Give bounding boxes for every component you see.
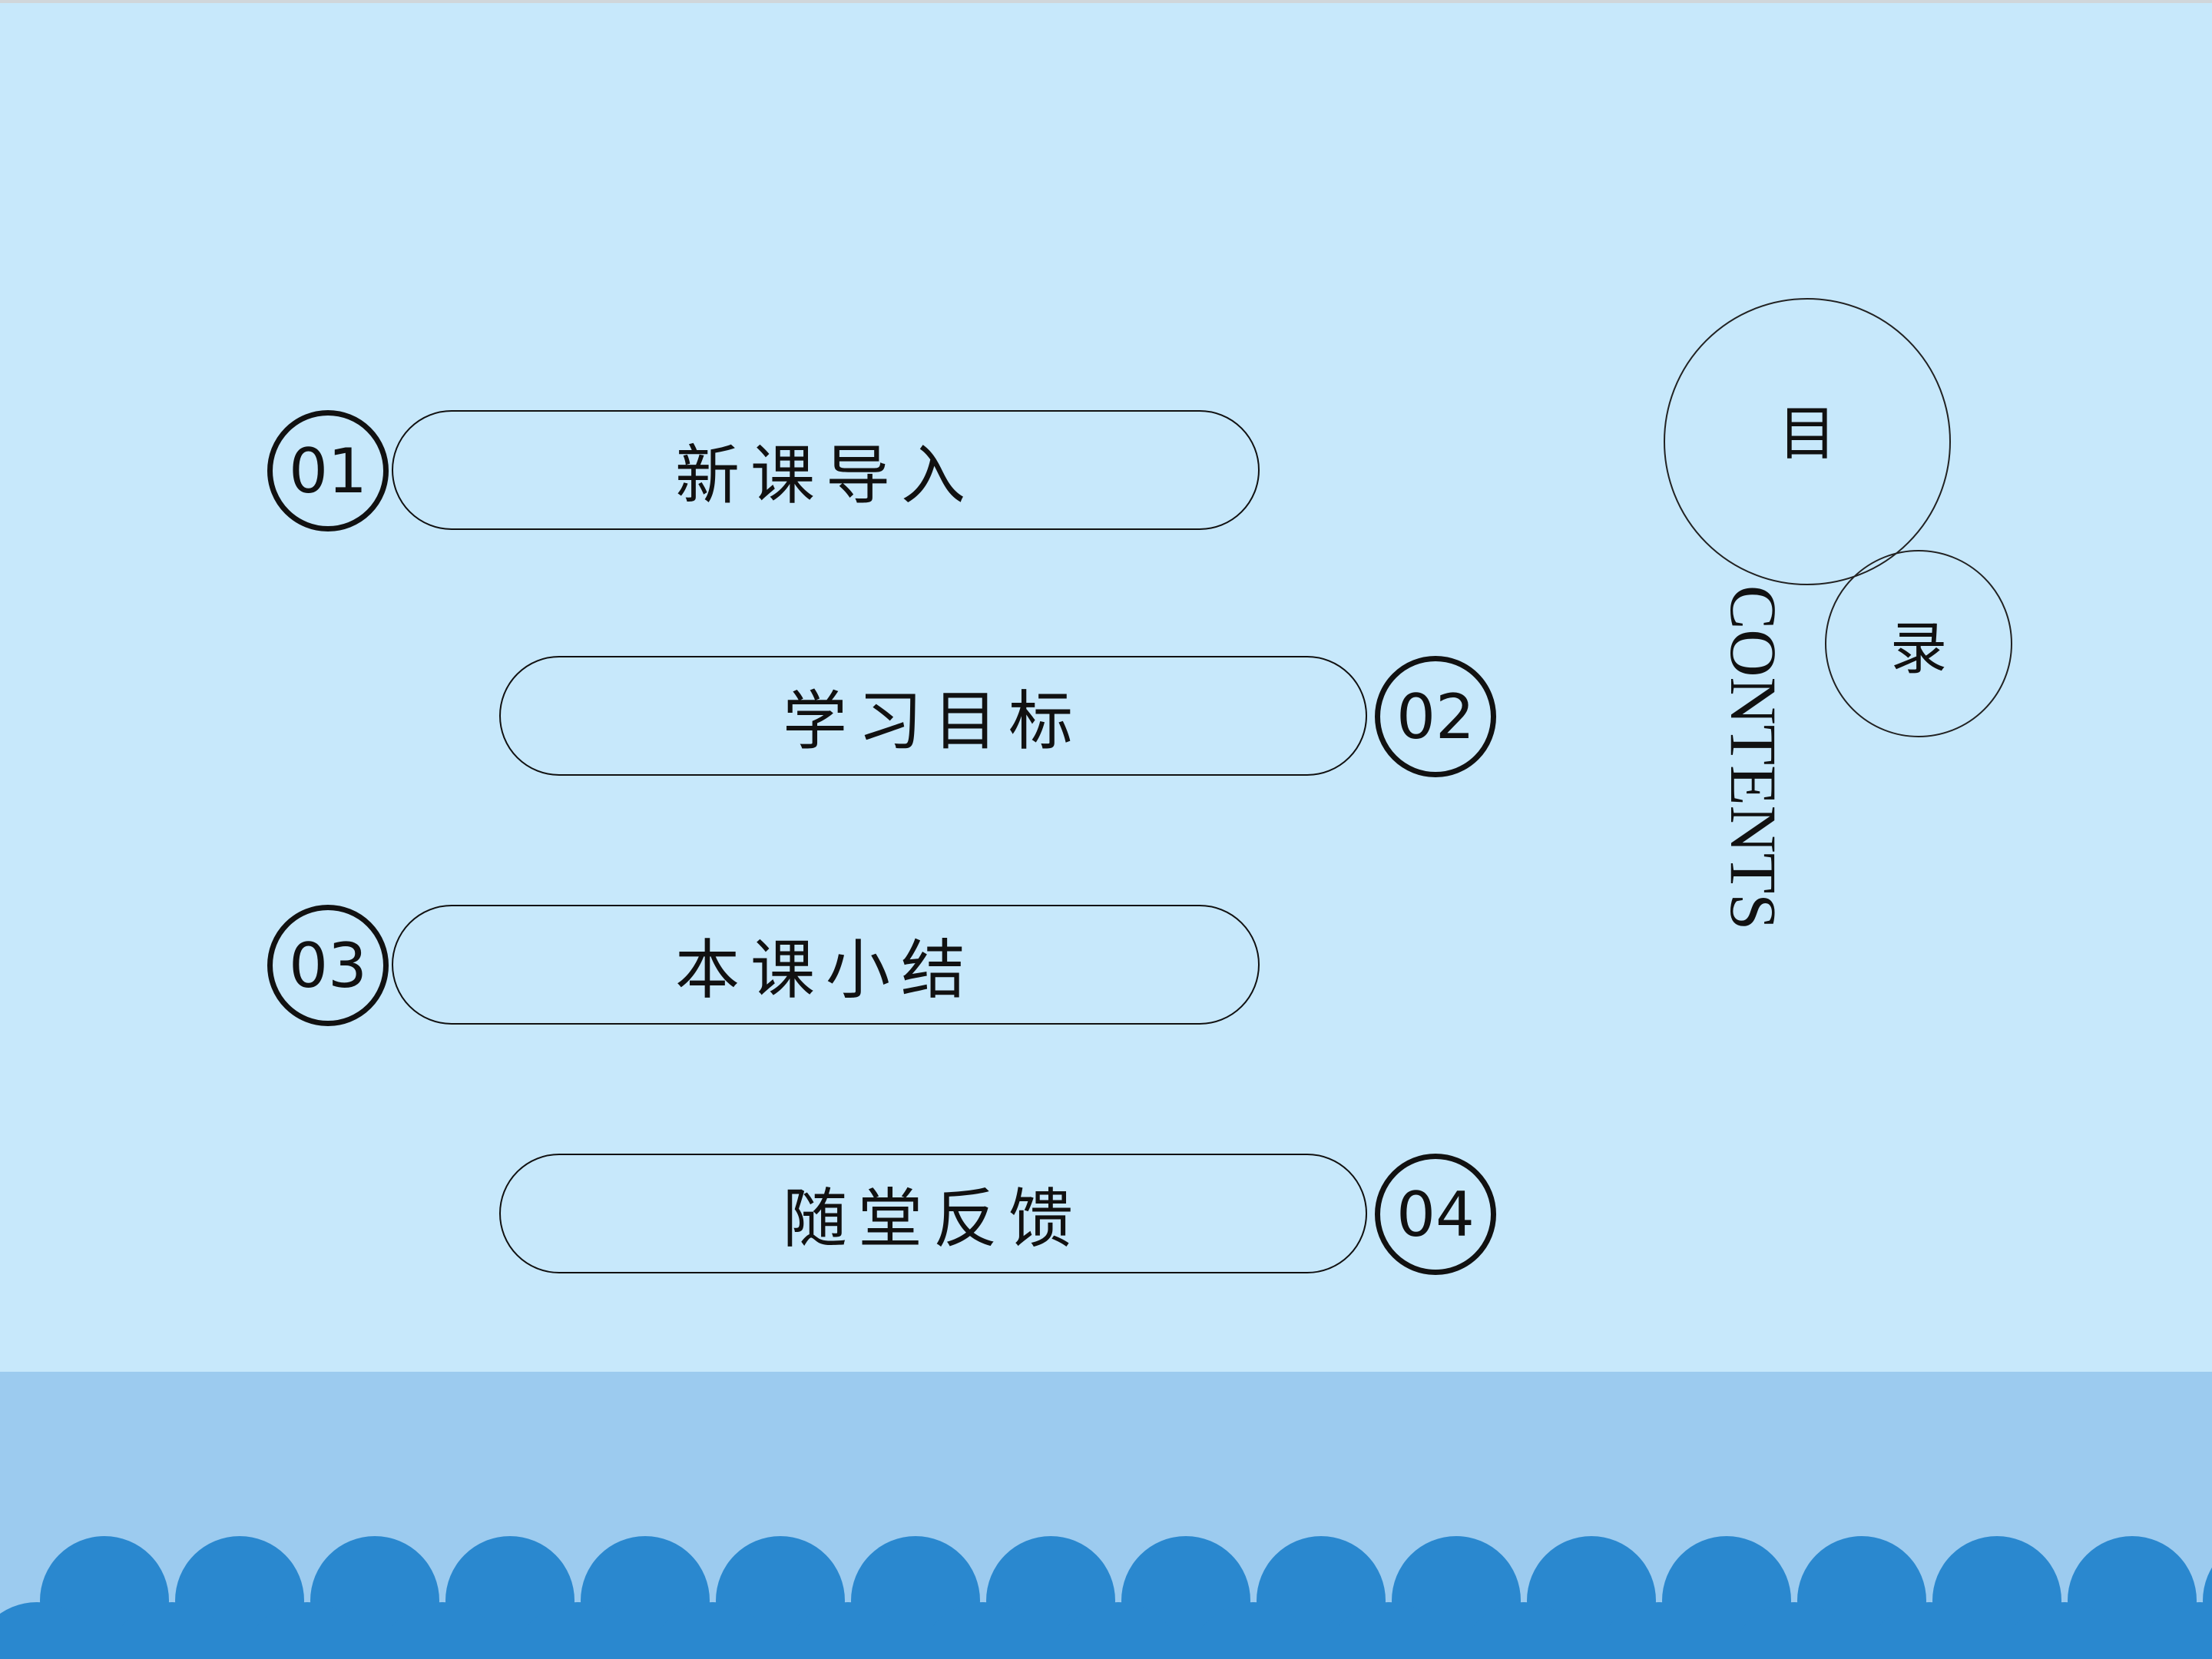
menu-item-label: 新课导入 <box>674 437 976 513</box>
menu-item-label: 学习目标 <box>782 683 1084 759</box>
contents-vertical-text: CONTENTS <box>1717 585 1790 931</box>
title-circle-large: 目 <box>1664 298 1951 585</box>
item-number-04: 04 <box>1375 1154 1496 1275</box>
menu-item-feedback[interactable]: 随堂反馈 <box>499 1154 1367 1273</box>
item-number-03: 03 <box>267 905 389 1026</box>
title-circle-small: 录 <box>1825 550 2012 737</box>
wave-base <box>0 1633 2212 1659</box>
title-char-2: 录 <box>1890 615 1947 682</box>
wave-decoration <box>0 1536 2212 1659</box>
top-border <box>0 0 2212 3</box>
item-number-02: 02 <box>1375 656 1496 777</box>
item-number-01: 01 <box>267 410 389 531</box>
menu-item-label: 本课小结 <box>674 932 976 1008</box>
menu-item-new-lesson[interactable]: 新课导入 <box>392 410 1260 530</box>
menu-item-learning-goals[interactable]: 学习目标 <box>499 656 1367 776</box>
title-char-1: 目 <box>1778 399 1836 468</box>
menu-item-summary[interactable]: 本课小结 <box>392 905 1260 1025</box>
menu-item-label: 随堂反馈 <box>782 1181 1084 1257</box>
